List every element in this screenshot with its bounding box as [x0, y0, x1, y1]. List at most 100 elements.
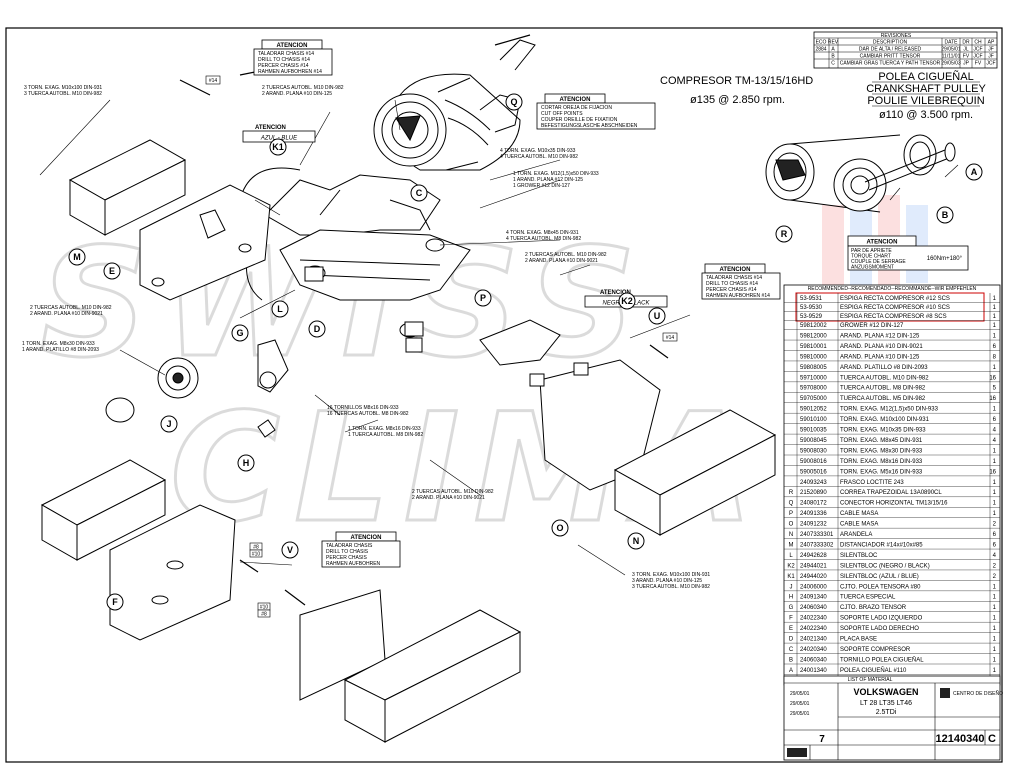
bubble-V-label: V	[287, 545, 293, 555]
part-ref: O	[789, 522, 794, 528]
part-description: POLEA CIGUEÑAL #110	[840, 667, 907, 674]
warning-drill-top-line2: DRILL TO CHASIS #14	[258, 57, 310, 63]
warning-cut-title: ATENCION	[560, 97, 591, 103]
part-number: 59708000	[800, 386, 827, 392]
callout-8-line1: 1 TORN. EXAG. M8x30 DIN-933	[22, 341, 95, 347]
bubble-J: J	[160, 415, 178, 433]
revision-cell: JCF	[973, 54, 982, 60]
bubble-K1: K1	[269, 138, 287, 156]
part-quantity: 2	[993, 563, 997, 569]
part-quantity: 1	[993, 448, 997, 454]
torque-line-1: PAR DE APRIETE	[851, 248, 892, 254]
revision-cell: JF	[988, 54, 994, 60]
bubble-G: G	[231, 324, 249, 342]
torque-line-2: TORQUE CHART	[851, 254, 891, 260]
company-name: CENTRO DE DISEÑO	[953, 690, 1003, 697]
revision-cell: FV	[963, 54, 970, 60]
callout-7-line1: 2 TUERCAS AUTOBL. M10 DIN-982	[30, 305, 112, 311]
part-number: 59005016	[800, 469, 827, 475]
part-description: ARAND. PLANA #10 DIN-9021	[840, 344, 923, 350]
pulley-title-en: CRANKSHAFT PULLEY	[866, 83, 986, 95]
part-description: TORN. EXAG. M10x35 DIN-933	[840, 428, 926, 434]
revision-header: DESCRIPTION	[873, 40, 908, 46]
part-number: 59008016	[800, 459, 827, 465]
part-description: TUERCA AUTOBL. M8 DIN-982	[840, 386, 926, 392]
callout-4-line3: 1 GROWER #12 DIN-127	[513, 183, 570, 189]
bubble-P: P	[474, 289, 492, 307]
part-number: 24942628	[800, 553, 827, 559]
bubble-R: R	[775, 225, 793, 243]
callout-12-line1: 3 TORN. EXAG. M10x100 DIN-931	[632, 572, 710, 578]
warning-drill-right-title: ATENCION	[720, 267, 751, 273]
pulley-title: POLEA CIGUEÑAL CRANKSHAFT PULLEY POULIE …	[866, 70, 986, 121]
bubble-A: A	[965, 163, 983, 181]
revisions-title: REVISIONES	[881, 33, 912, 39]
part-description: GROWER #12 DIN-127	[840, 323, 904, 329]
part-quantity: 1	[993, 323, 997, 329]
parts-list-header: RECOMMENDED--RECOMENDADO--RECOMMANDÉ--WI…	[808, 285, 977, 292]
bubble-J-label: J	[166, 419, 171, 429]
part-ref: A	[789, 668, 793, 674]
warning-drill-right: ATENCION TALADRAR CHASIS #14 DRILL TO CH…	[701, 263, 781, 300]
bubble-H-label: H	[243, 458, 250, 468]
part-ref: P	[789, 511, 793, 517]
drawing-number: 12140340	[936, 733, 985, 745]
part-number: 24006000	[800, 584, 827, 590]
callout-1-line1: 3 TORN. EXAG. M10x100 DIN-931	[24, 85, 102, 91]
bubble-V: V	[281, 541, 299, 559]
tag-14-top: #14	[209, 78, 218, 84]
warning-drill-top-line1: TALADRAR CHASIS #14	[258, 51, 314, 57]
callout-2-line1: 2 TUERCAS AUTOBL. M10 DIN-982	[262, 85, 344, 91]
callout-10-line2: 1 TUERCA AUTOBL. M8 DIN-982	[348, 432, 423, 438]
part-quantity: 1	[993, 595, 997, 601]
part-number: 24080172	[800, 501, 827, 507]
part-description: SILENTBLOC	[840, 553, 878, 559]
part-quantity: 1	[993, 501, 997, 507]
part-number: 59812002	[800, 323, 827, 329]
part-number: 59705000	[800, 396, 827, 402]
part-number: 24944021	[800, 563, 827, 569]
bubble-Q: Q	[505, 93, 523, 111]
part-number: 59810000	[800, 354, 827, 360]
part-description: TORN. EXAG. M12(1,5)x50 DIN-933	[840, 407, 939, 413]
tag-10: #10	[252, 552, 261, 558]
warning-cut-line2: CUT OFF POINTS	[541, 111, 583, 117]
callout-8-line2: 1 ARAND. PLATILLO #8 DIN-2093	[22, 347, 99, 353]
part-description: FRASCO LOCTITE 243	[840, 480, 904, 486]
part-quantity: 1	[993, 647, 997, 653]
warning-cut-line1: CORTAR OREJA DE FIJACION	[541, 105, 612, 111]
part-number: 59010100	[800, 417, 827, 423]
part-number: 24091232	[800, 522, 827, 528]
callout-11-line2: 2 ARAND. PLANA #10 DIN-9021	[412, 495, 485, 501]
bubble-O-label: O	[556, 523, 563, 533]
bubble-B-label: B	[942, 210, 949, 220]
part-number: 59010035	[800, 428, 827, 434]
callout-4-line2: 1 ARAND. PLANA #12 DIN-125	[513, 177, 583, 183]
right-chassis-beam	[479, 319, 777, 536]
revision-cell: 2884	[815, 47, 826, 53]
compressor-drawing	[373, 39, 536, 171]
part-quantity: 1	[993, 511, 997, 517]
parts-list: RECOMMENDED--RECOMENDADO--RECOMMANDÉ--WI…	[783, 284, 1001, 686]
bubble-K2-label: K2	[621, 296, 633, 306]
part-ref: N	[789, 532, 793, 538]
warning-drill-top-title: ATENCION	[277, 43, 308, 49]
part-description: TUERCA AUTOBL. M10 DIN-982	[840, 375, 929, 381]
bubble-C: C	[410, 184, 428, 202]
part-ref: K2	[787, 563, 795, 569]
part-number: 24022340	[800, 626, 827, 632]
warning-drill-bottom-line1: TALADRAR CHASIS	[326, 543, 373, 549]
revision-header: REV	[828, 40, 839, 46]
part-description: CJTO. BRAZO TENSOR	[840, 605, 907, 611]
warning-drill-right-line4: RAHMEN AUFBOHREN #14	[706, 293, 770, 299]
approved-date: 29/05/01	[790, 711, 810, 717]
part-quantity: 1	[993, 407, 997, 413]
compressor-title: COMPRESOR TM-13/15/16HD	[660, 75, 813, 87]
part-ref: J	[790, 584, 793, 590]
part-ref: D	[789, 637, 794, 643]
callout-2-line2: 2 ARAND. PLANA #10 DIN-125	[262, 91, 332, 97]
warning-drill-bottom-line4: RAHMEN AUFBOHREN	[326, 561, 381, 567]
drawing-border	[5, 27, 1003, 763]
part-quantity: 16	[989, 375, 996, 381]
